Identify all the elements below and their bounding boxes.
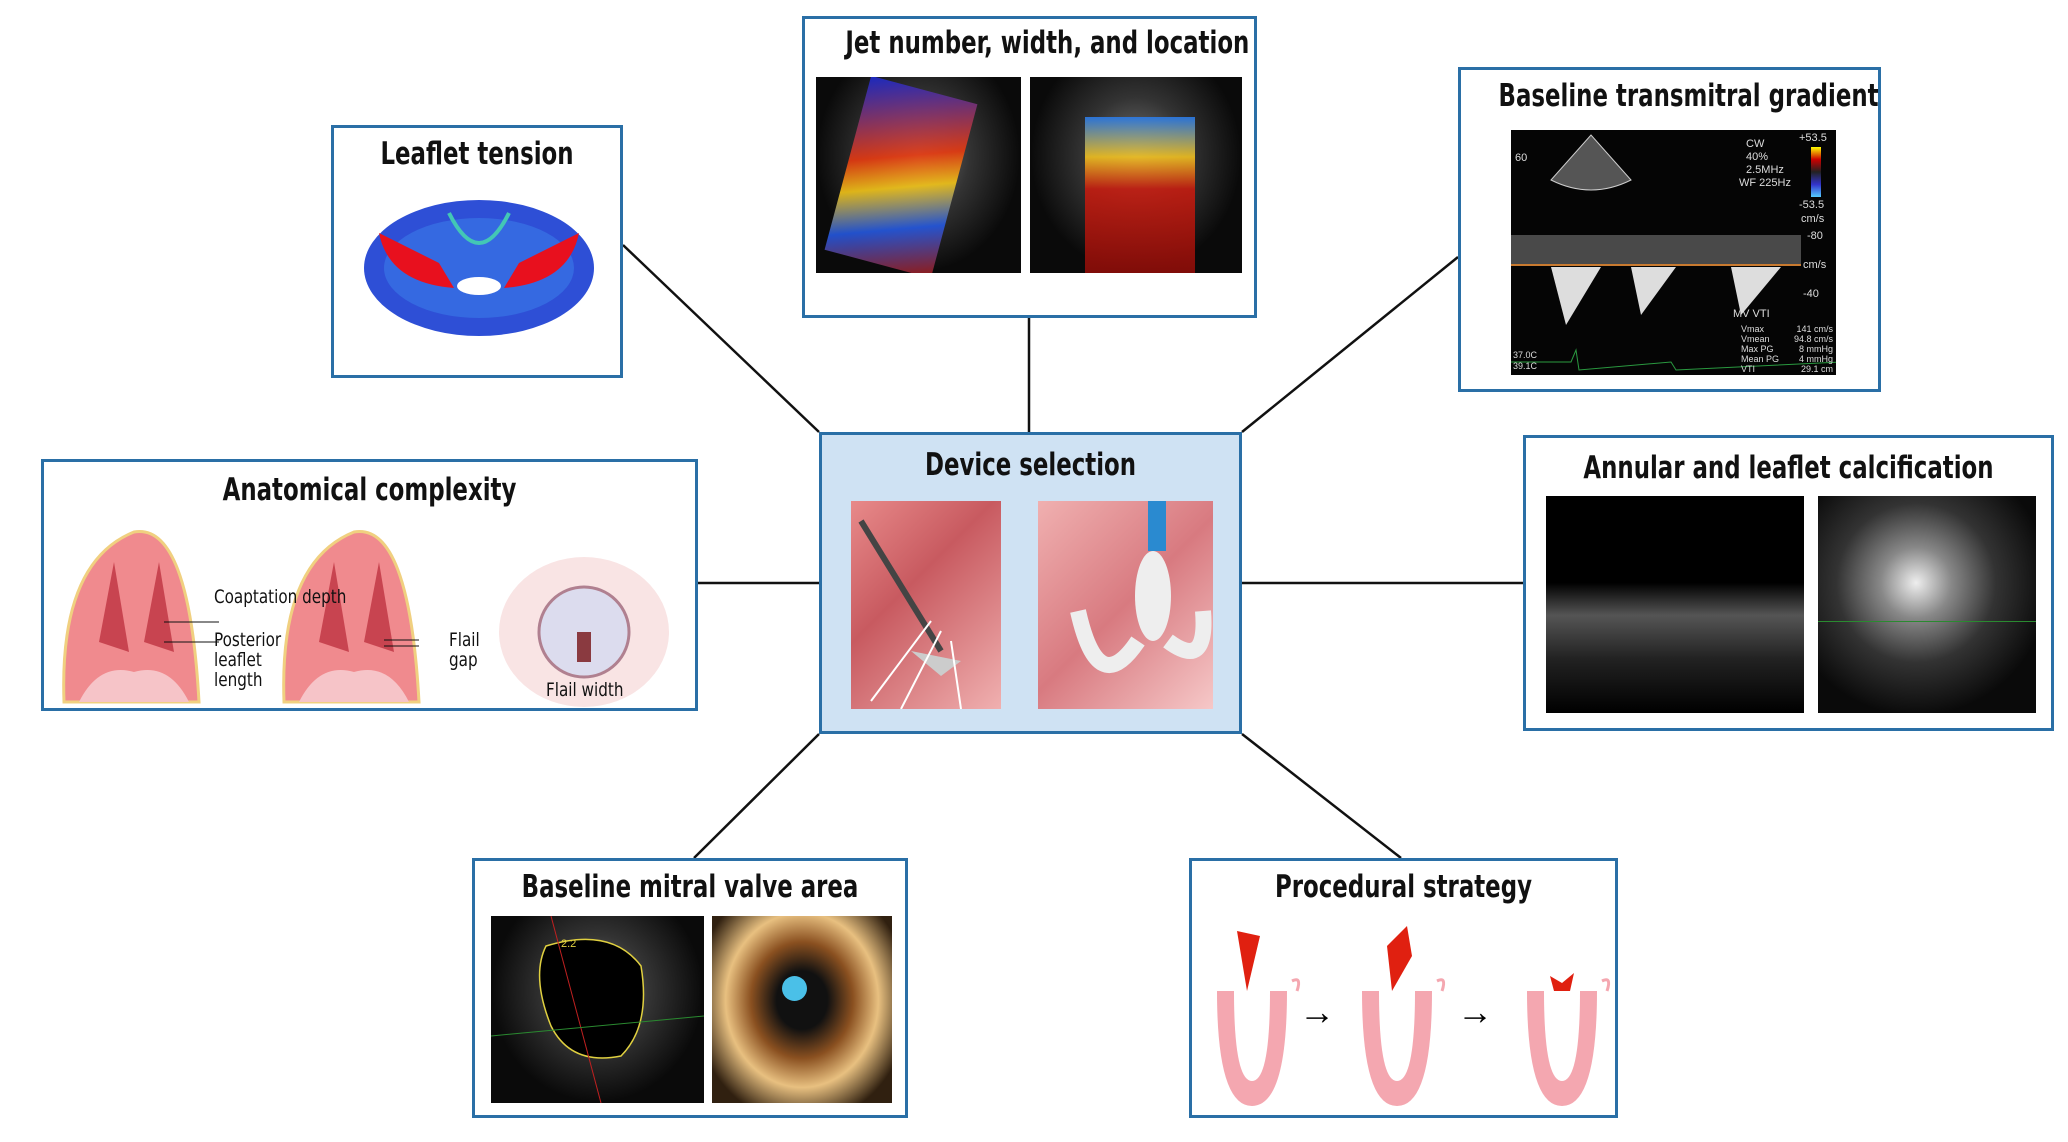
measure-value: 94.8 cm/s (1793, 334, 1833, 344)
color-scale (1811, 147, 1821, 197)
label-posterior-leaflet-length: Posterior leaflet length (214, 629, 282, 691)
measure-value: 4 mmHg (1798, 354, 1833, 364)
device-image-pascal (1038, 501, 1213, 709)
measure-row: Vmean 94.8 cm/s (1741, 334, 1833, 344)
doppler-gain: 40% (1746, 151, 1769, 163)
arrow-1: → (1299, 991, 1335, 1032)
calcification-ct-image (1818, 496, 2036, 713)
clip-device (858, 519, 962, 709)
connector-procedural (1241, 733, 1402, 859)
calcification-echo-image (1546, 496, 1804, 713)
measure-key: Vmean (1741, 334, 1770, 344)
doppler-angle: 60 (1515, 152, 1528, 164)
tick-cms: cm/s (1803, 259, 1827, 271)
arrow-2: → (1457, 991, 1493, 1032)
panel-title: Procedural strategy (1275, 869, 1532, 905)
panel-title: Anatomical complexity (222, 472, 517, 508)
procedural-steps (1217, 926, 1611, 1106)
ct-crosshair (1818, 621, 2036, 622)
panel-transmitral: Baseline transmitral gradient CW 40% 2.5… (1458, 67, 1881, 392)
tick-80: -80 (1807, 230, 1823, 242)
scale-bottom: -53.5 (1799, 199, 1825, 211)
temp-1: 37.0C (1513, 350, 1538, 360)
panel-device-selection: Device selection (819, 432, 1242, 734)
measure-value: 29.1 cm (1800, 364, 1833, 374)
connector-transmitral (1241, 256, 1459, 433)
temp-2: 39.1C (1513, 361, 1538, 371)
measure-row: Max PG 8 mmHg (1741, 344, 1833, 354)
panel-title: Leaflet tension (380, 136, 574, 172)
measure-row: Vmax 141 cm/s (1741, 324, 1833, 334)
panel-title: Jet number, width, and location (845, 25, 1250, 61)
pascal-device (1070, 501, 1212, 673)
panel-calcification: Annular and leaflet calcification (1523, 435, 2054, 731)
panel-leaflet-tension: Leaflet tension (331, 125, 623, 378)
mva-2d-image: 2.2 (491, 916, 704, 1103)
panel-title: Annular and leaflet calcification (1583, 450, 1994, 486)
measure-key: Vmax (1741, 324, 1765, 334)
measure-row: VTI 29.1 cm (1741, 364, 1833, 374)
panel-procedural: Procedural strategy → → (1189, 858, 1618, 1118)
label-flail-width: Flail width (546, 679, 624, 701)
mva-3d-image (712, 916, 892, 1103)
tick-40: -40 (1803, 288, 1819, 300)
measure-value: 8 mmHg (1798, 344, 1833, 354)
doppler-mode: CW (1746, 138, 1765, 150)
measure-value: 141 cm/s (1796, 324, 1833, 334)
center-title: Device selection (924, 447, 1137, 483)
panel-title: Baseline mitral valve area (521, 869, 859, 905)
step-3 (1527, 973, 1611, 1106)
panel-mva: Baseline mitral valve area 2.2 (472, 858, 908, 1118)
doppler-wf: WF 225Hz (1739, 177, 1791, 189)
device-image-clip (851, 501, 1001, 709)
jet-image-2 (1030, 77, 1242, 273)
mva-trace (491, 916, 704, 1103)
mva-trace-label: 2.2 (561, 938, 577, 950)
measure-list: Vmax 141 cm/s Vmean 94.8 cm/s Max PG 8 mmHg… (1741, 324, 1833, 374)
label-flail-gap: Flail gap (449, 629, 480, 671)
step-2 (1362, 926, 1446, 1106)
doppler-freq: 2.5MHz (1746, 164, 1784, 176)
measure-key: Max PG (1741, 344, 1774, 354)
scale-top: +53.5 (1799, 132, 1827, 144)
panel-title: Baseline transmitral gradient (1498, 78, 1879, 114)
connector-mva (693, 733, 820, 859)
step-1 (1217, 931, 1301, 1106)
doppler-trace (1511, 134, 1836, 371)
jet-image-1 (816, 77, 1021, 273)
measure-key: VTI (1741, 364, 1756, 374)
leaflet-tension-map (364, 200, 594, 336)
measure-title: MV VTI (1733, 308, 1770, 320)
measure-row: Mean PG 4 mmHg (1741, 354, 1833, 364)
scale-unit: cm/s (1801, 213, 1825, 225)
label-coaptation-depth: Coaptation depth (214, 586, 347, 608)
panel-jet: Jet number, width, and location (802, 16, 1257, 318)
connector-leaflet-tension (622, 244, 820, 433)
heart-illustrations (62, 530, 669, 707)
panel-anatomical: Anatomical complexity Coaptation depth P… (41, 459, 698, 711)
measure-key: Mean PG (1741, 354, 1780, 364)
mva-3d-orifice (782, 976, 807, 1001)
doppler-image: CW 40% 2.5MHz WF 225Hz 60 +53.5 -53.5 cm… (1511, 130, 1836, 375)
